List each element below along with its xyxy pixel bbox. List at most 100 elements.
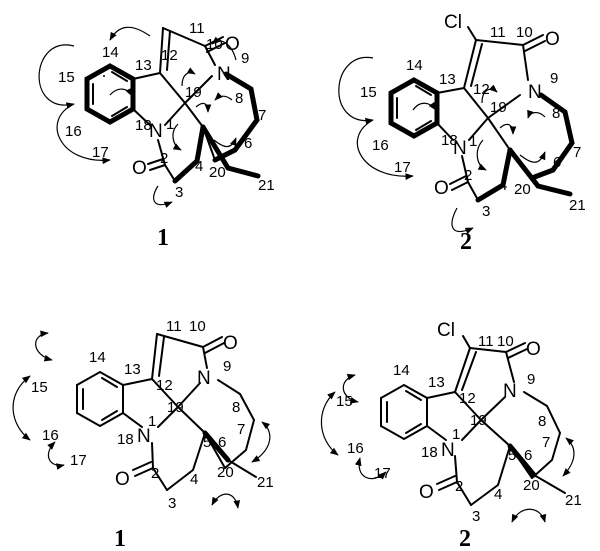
atom-o2: O [132, 158, 147, 179]
num-6: 6 [218, 434, 226, 451]
num-20: 20 [217, 464, 234, 481]
num-13: 13 [135, 57, 152, 74]
num-10: 10 [189, 318, 206, 335]
bond-c12-c19 [463, 87, 489, 119]
num-11: 11 [189, 20, 205, 37]
aromatic-inner-bond [415, 85, 432, 96]
num-9: 9 [527, 371, 535, 388]
arrow-h15 [38, 44, 75, 109]
bond-c10-n9 [505, 351, 515, 383]
ethyl-cosy [507, 147, 573, 197]
ethyl-wedge [507, 443, 537, 478]
atom-n9: N [503, 381, 517, 402]
noe-arrow-16-17 [354, 457, 387, 480]
aromatic-inner-bond [405, 423, 422, 434]
bond-c10-n9 [204, 45, 216, 66]
num-7: 7 [237, 421, 245, 438]
num-8: 8 [235, 90, 243, 107]
num-2: 2 [151, 465, 159, 482]
noe-arrow-15-16 [320, 391, 339, 456]
bond-c12-c11-double [461, 351, 477, 391]
num-3: 3 [175, 184, 183, 201]
bond-n1-c19 [157, 406, 179, 428]
arrow-inner [412, 101, 437, 111]
bond-n1-c19 [164, 102, 186, 126]
bond-c18-n1 [122, 412, 143, 428]
num-16: 16 [347, 440, 364, 457]
bond-n9-c19 [487, 94, 521, 119]
num-20: 20 [514, 181, 531, 198]
bond-c13-c12 [436, 87, 465, 94]
atom-n9: N [528, 82, 542, 103]
bond-c12-c19 [454, 391, 482, 421]
ethyl-wedge [202, 430, 231, 463]
atom-n1: N [149, 121, 163, 142]
bond-c13-c12 [426, 391, 456, 399]
bond-c11-cl [467, 26, 477, 41]
atom-n1: N [137, 426, 151, 447]
bond-c10-n9 [202, 346, 208, 369]
atom-n1: N [453, 138, 467, 159]
bond-c10-o-double [524, 40, 546, 52]
noesy-arrows-1 [12, 330, 271, 509]
num-1: 1 [469, 133, 477, 150]
bond-c2-o-double [147, 158, 164, 165]
structure-2-bonds [388, 26, 575, 203]
atom-n9: N [217, 64, 231, 85]
bond-c13-c12 [132, 72, 161, 80]
bond-c10-o [505, 342, 526, 353]
num-14: 14 [89, 349, 106, 366]
num-10: 10 [497, 333, 514, 350]
bond-c10-n9 [522, 44, 529, 81]
num-10: 10 [516, 24, 533, 41]
num-21: 21 [569, 197, 586, 214]
noe-arrow-14-15 [342, 373, 359, 404]
atom-numbers-2: 11 10 14 13 12 9 15 19 8 16 18 1 7 17 6 … [360, 24, 586, 220]
num-1: 1 [452, 426, 460, 443]
bond-c2-o [134, 467, 154, 477]
atom-n9: N [197, 368, 211, 389]
arrow-h9 [211, 36, 237, 61]
num-2: 2 [455, 478, 463, 495]
atom-o2: O [434, 178, 449, 199]
aromatic-inner-bond [415, 120, 432, 131]
bond-n1-c19 [461, 419, 482, 441]
num-8: 8 [538, 413, 546, 430]
num-13: 13 [428, 374, 445, 391]
bond-n9-c19 [177, 382, 201, 408]
num-12: 12 [161, 47, 178, 64]
num-4: 4 [195, 158, 203, 175]
num-21: 21 [257, 474, 274, 491]
bond-c4-c3 [470, 484, 499, 506]
atom-o2: O [115, 469, 130, 490]
bond-c10-o [522, 34, 544, 46]
atom-labels-1: O N N O [132, 34, 240, 179]
num-15: 15 [360, 84, 377, 101]
noe-arrow-14-15 [35, 330, 53, 362]
bond-c2-o-double [449, 175, 467, 185]
num-19: 19 [185, 84, 202, 101]
bond-c12-c11-double [158, 336, 165, 377]
panel-2: Cl O N N O 11 10 14 13 12 9 15 19 8 16 1… [338, 12, 586, 255]
bond-c20-c21 [533, 474, 566, 494]
arrow-inner [109, 87, 133, 97]
num-18: 18 [421, 444, 438, 461]
atom-o10: O [545, 29, 560, 50]
num-12: 12 [473, 81, 490, 98]
num-1: 1 [148, 413, 156, 430]
atom-o10: O [223, 333, 238, 354]
num-20: 20 [209, 164, 226, 181]
num-21: 21 [258, 177, 275, 194]
num-7: 7 [258, 107, 266, 124]
noe-arrow-15-16 [12, 375, 31, 441]
bond-c20-c21 [227, 459, 257, 478]
arrow-h15 [338, 56, 374, 125]
bond-c4-c3 [166, 469, 194, 491]
bond-c2-o [149, 164, 166, 171]
arrow-h4 [172, 123, 182, 151]
bond-c2-n1 [454, 455, 458, 483]
structure-3-bonds [76, 333, 257, 491]
noe-arrow-7-21 [562, 437, 575, 477]
num-5: 5 [508, 447, 516, 464]
atom-cl: Cl [444, 12, 462, 33]
